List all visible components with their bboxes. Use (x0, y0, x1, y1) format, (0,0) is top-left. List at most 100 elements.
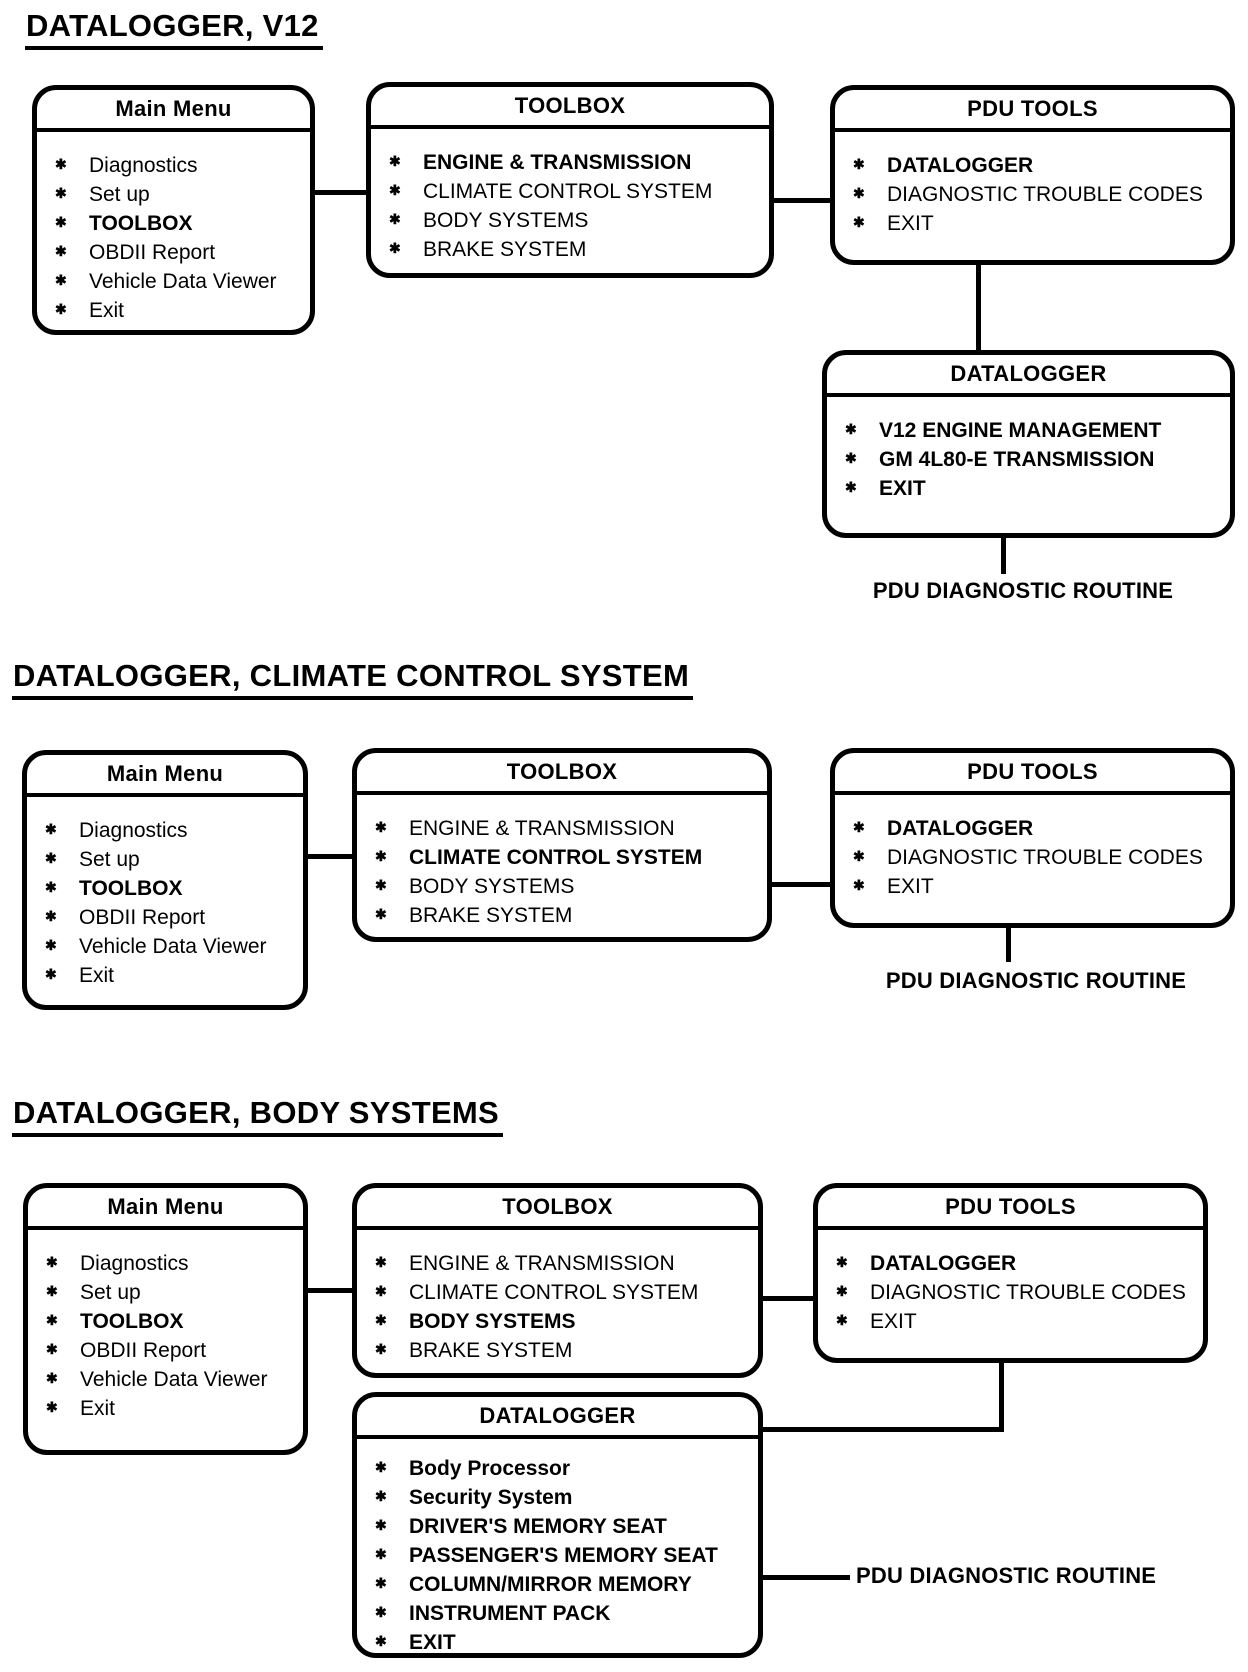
asterisk-bullet-icon: ✱ (46, 1399, 58, 1415)
pdu-tools-box: PDU TOOLS ✱DATALOGGER ✱DIAGNOSTIC TROUBL… (830, 85, 1235, 265)
menu-item: ✱ BRAKE SYSTEM (375, 1337, 750, 1366)
menu-item: ✱DIAGNOSTIC TROUBLE CODES (853, 181, 1222, 210)
asterisk-bullet-icon: ✱ (389, 240, 401, 256)
menu-item-label: DATALOGGER (870, 1252, 1017, 1275)
connector-line (763, 1296, 813, 1301)
asterisk-bullet-icon: ✱ (375, 1459, 387, 1475)
asterisk-bullet-icon: ✱ (853, 819, 865, 835)
menu-item: ✱Exit (46, 1395, 295, 1424)
menu-item: ✱DRIVER'S MEMORY SEAT (375, 1513, 750, 1542)
menu-item-label: OBDII Report (80, 1339, 207, 1362)
asterisk-bullet-icon: ✱ (46, 1312, 58, 1328)
menu-item-label: PASSENGER'S MEMORY SEAT (409, 1544, 718, 1567)
menu-item: ✱Vehicle Data Viewer (45, 933, 295, 962)
menu-item-label: DIAGNOSTIC TROUBLE CODES (887, 183, 1203, 206)
menu-item: ✱ Body Processor (375, 1455, 750, 1484)
menu-item-label: Exit (89, 299, 125, 322)
menu-item-label: CLIMATE CONTROL SYSTEM (409, 846, 703, 869)
toolbox-box: TOOLBOX ✱ENGINE & TRANSMISSION ✱CLIMATE … (352, 748, 772, 942)
menu-item: ✱DATALOGGER (836, 1250, 1195, 1279)
menu-item-label: DIAGNOSTIC TROUBLE CODES (887, 846, 1203, 869)
asterisk-bullet-icon: ✱ (55, 243, 67, 259)
menu-item: ✱OBDII Report (45, 904, 295, 933)
menu-item: ✱Diagnostics (46, 1250, 295, 1279)
box-header: TOOLBOX (357, 753, 767, 795)
menu-item: ✱TOOLBOX (46, 1308, 295, 1337)
menu-item: ✱DIAGNOSTIC TROUBLE CODES (853, 844, 1222, 873)
menu-item: ✱INSTRUMENT PACK (375, 1600, 750, 1629)
asterisk-bullet-icon: ✱ (845, 450, 857, 466)
section-title: DATALOGGER, BODY SYSTEMS (12, 1095, 504, 1137)
menu-item-label: EXIT (409, 1631, 456, 1654)
menu-item: ✱Vehicle Data Viewer (46, 1366, 295, 1395)
menu-item: ✱ENGINE & TRANSMISSION (375, 815, 759, 844)
asterisk-bullet-icon: ✱ (845, 479, 857, 495)
asterisk-bullet-icon: ✱ (845, 421, 857, 437)
menu-item: ✱CLIMATE CONTROL SYSTEM (389, 178, 761, 207)
main-menu-box: Main Menu ✱Diagnostics ✱Set up ✱TOOLBOX … (32, 85, 315, 335)
menu-item-label: Set up (80, 1281, 141, 1304)
connector-line (308, 1288, 352, 1293)
connector-line (763, 1575, 850, 1580)
connector-line (774, 198, 830, 203)
menu-item: ✱ Exit (55, 297, 302, 326)
menu-item: ✱BODY SYSTEMS (389, 207, 761, 236)
menu-item-label: BRAKE SYSTEM (423, 238, 587, 261)
menu-item-label: BODY SYSTEMS (409, 875, 575, 898)
asterisk-bullet-icon: ✱ (375, 1604, 387, 1620)
pdu-tools-box: PDU TOOLS ✱DATALOGGER ✱DIAGNOSTIC TROUBL… (813, 1183, 1208, 1363)
asterisk-bullet-icon: ✱ (375, 1633, 387, 1649)
menu-item-label: BRAKE SYSTEM (409, 1339, 573, 1362)
asterisk-bullet-icon: ✱ (836, 1283, 848, 1299)
menu-item-label: TOOLBOX (79, 877, 183, 900)
menu-item-label: Security System (409, 1486, 573, 1509)
menu-item: ✱ BRAKE SYSTEM (389, 236, 761, 265)
toolbox-box: TOOLBOX ✱ENGINE & TRANSMISSION ✱CLIMATE … (366, 82, 774, 278)
asterisk-bullet-icon: ✱ (55, 214, 67, 230)
menu-item-label: Body Processor (409, 1457, 571, 1480)
toolbox-box: TOOLBOX ✱ENGINE & TRANSMISSION ✱ CLIMATE … (352, 1183, 763, 1378)
menu-item: ✱ENGINE & TRANSMISSION (375, 1250, 750, 1279)
menu-item: ✱COLUMN/MIRROR MEMORY (375, 1571, 750, 1600)
menu-item: ✱BRAKE SYSTEM (375, 902, 759, 931)
menu-item-label: EXIT (887, 212, 934, 235)
asterisk-bullet-icon: ✱ (46, 1341, 58, 1357)
connector-line (308, 854, 352, 859)
asterisk-bullet-icon: ✱ (389, 153, 401, 169)
connector-line (976, 263, 981, 352)
menu-item-label: Vehicle Data Viewer (80, 1368, 268, 1391)
asterisk-bullet-icon: ✱ (375, 1283, 387, 1299)
asterisk-bullet-icon: ✱ (375, 1488, 387, 1504)
menu-item: ✱TOOLBOX (55, 210, 302, 239)
menu-item-label: Vehicle Data Viewer (89, 270, 277, 293)
asterisk-bullet-icon: ✱ (375, 1341, 387, 1357)
asterisk-bullet-icon: ✱ (45, 821, 57, 837)
box-header: PDU TOOLS (835, 90, 1230, 132)
menu-item-label: ENGINE & TRANSMISSION (409, 817, 675, 840)
menu-item-label: EXIT (879, 477, 926, 500)
menu-item-label: BODY SYSTEMS (409, 1310, 576, 1333)
box-header: DATALOGGER (357, 1397, 758, 1439)
menu-item: ✱EXIT (853, 873, 1222, 902)
box-header: DATALOGGER (827, 355, 1230, 397)
asterisk-bullet-icon: ✱ (853, 877, 865, 893)
menu-item-label: COLUMN/MIRROR MEMORY (409, 1573, 692, 1596)
menu-item-label: Diagnostics (80, 1252, 189, 1275)
menu-item: ✱DATALOGGER (853, 815, 1222, 844)
asterisk-bullet-icon: ✱ (55, 301, 67, 317)
asterisk-bullet-icon: ✱ (45, 937, 57, 953)
menu-item: ✱CLIMATE CONTROL SYSTEM (375, 844, 759, 873)
menu-item: ✱Vehicle Data Viewer (55, 268, 302, 297)
asterisk-bullet-icon: ✱ (55, 185, 67, 201)
menu-item: ✱ EXIT (375, 1629, 750, 1658)
menu-item: ✱Set up (45, 846, 295, 875)
menu-item-label: CLIMATE CONTROL SYSTEM (409, 1281, 699, 1304)
menu-item-label: BODY SYSTEMS (423, 209, 589, 232)
menu-item: ✱BODY SYSTEMS (375, 1308, 750, 1337)
box-header: TOOLBOX (357, 1188, 758, 1230)
menu-item: ✱EXIT (836, 1308, 1195, 1337)
menu-item: ✱GM 4L80-E TRANSMISSION (845, 446, 1222, 475)
connector-line (763, 1427, 1004, 1432)
box-header: PDU TOOLS (818, 1188, 1203, 1230)
